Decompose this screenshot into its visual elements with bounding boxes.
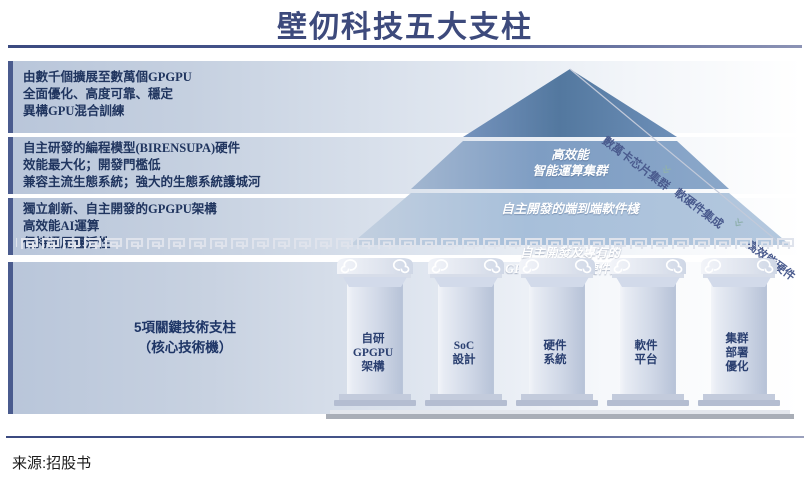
pillar-label-soc-design: SoC 設計 [429,339,499,367]
pillar-base-upper [330,410,790,414]
pillars-panel-caption: 5項關鍵技術支柱 （核心技術機） [60,318,310,358]
feature-row-software: 自主研發的編程模型(BIRENSUPA)硬件 效能最大化；開發門檻低 兼容主流生… [8,137,802,194]
feature-line: 自主研發的編程模型(BIRENSUPA)硬件 [23,141,241,155]
feature-line: 效能最大化；開發門檻低 [23,158,161,172]
caption-line: 5項關鍵技術支柱 [133,320,236,335]
feature-line: 高效能AI運算 [23,219,100,233]
page-title: 壁仞科技五大支柱 [277,11,533,44]
pillar-label-line: 架構 [361,361,385,373]
pillar-5 [698,257,780,406]
pillar-label-line: 系統 [543,354,567,366]
feature-line: 由數千個擴展至數萬個GPGPU [23,70,192,84]
feature-line: 異構GPU混合訓練 [23,104,125,118]
pillar-label-line: 硬件 [543,340,567,352]
pillar-label-cluster-deploy: 集群 部署 優化 [702,332,772,374]
pillar-label-line: 優化 [725,361,749,373]
pillars-graphic: 自研 GPGPU 架構 SoC 設計 硬件 系統 軟件 平台 集群 部署 優化 [0,236,810,426]
pillars-svg [16,238,794,419]
pillar-label-line: SoC [453,340,475,352]
footer-divider [6,436,804,438]
pillar-label-software-platform: 軟件 平台 [611,339,681,367]
pillar-label-line: 部署 [725,347,749,359]
meander-frieze [16,238,794,252]
feature-line: 兼容主流生態系統；強大的生態系統護城河 [23,175,261,189]
pillar-4 [607,257,689,406]
upper-section: 由數千個擴展至數萬個GPGPU 全面優化、高度可靠、穩定 異構GPU混合訓練 自… [0,55,810,255]
pillar-base-lower [326,414,794,419]
title-divider [8,45,802,48]
pillar-3 [516,257,598,406]
pillar-label-hardware-system: 硬件 系統 [520,339,590,367]
pillar-label-line: GPGPU [352,347,394,359]
feature-line: 全面優化、高度可靠、穩定 [23,87,174,101]
pillar-label-gpgpu-arch: 自研 GPGPU 架構 [338,332,408,374]
pillar-label-line: 平台 [634,354,658,366]
feature-row-cluster: 由數千個擴展至數萬個GPGPU 全面優化、高度可靠、穩定 異構GPU混合訓練 [8,61,802,133]
pillar-2 [425,257,507,406]
pillar-1 [334,257,416,406]
feature-line: 獨立創新、自主開發的GPGPU架構 [23,202,217,216]
pillar-label-line: 設計 [452,354,476,366]
pillar-label-line: 自研 [361,333,385,345]
source-note: 来源:招股书 [12,455,92,472]
pillar-label-line: 集群 [725,333,749,345]
pillar-label-line: 軟件 [634,340,658,352]
caption-line: （核心技術機） [137,340,233,355]
